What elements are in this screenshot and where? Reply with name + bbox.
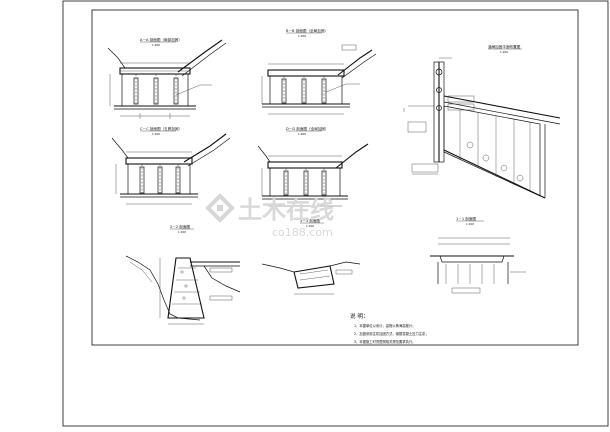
notes-item-3: 3、本图施工时须遵照相关规范要求执行。 — [354, 339, 415, 344]
section-c-c-scale: 1:200 — [152, 132, 160, 136]
detail-1-1-title: 1－1 剖面图 — [456, 216, 476, 221]
detail-1-1: 1－1 剖面图 1:100 — [430, 216, 526, 294]
section-d-d: D－D 剖面图（全局加固） 1:200 — [257, 126, 369, 207]
section-a-a-title: A－A 剖面图（局部加固） — [140, 37, 182, 42]
watermark-logo-icon — [205, 193, 235, 223]
section-c-c: C－C 剖面图（五跨加固） 1:200 — [111, 126, 231, 205]
watermark-domain: co188.com — [272, 226, 333, 239]
detail-2-2-scale: 1:100 — [178, 230, 186, 234]
section-b-b-title: B－B 剖面图（全局加固） — [286, 28, 328, 33]
detail-3-3-title: 3－3 剖面图 — [300, 218, 320, 223]
section-b-b: B－B 剖面图（全局加固） 1:200 — [261, 28, 377, 115]
section-d-d-title: D－D 剖面图（全局加固） — [286, 126, 329, 131]
plan-view: 涵闸加固平面布置图 1:200 — [403, 44, 561, 199]
section-a-a: A－A 剖面图（局部加固） 1:200 — [107, 37, 227, 119]
section-c-c-title: C－C 剖面图（五跨加固） — [140, 126, 182, 131]
plan-view-title: 涵闸加固平面布置图 — [488, 44, 521, 49]
detail-3-3-scale: 1:100 — [306, 224, 314, 228]
plan-view-scale: 1:200 — [500, 50, 508, 54]
inner-frame — [91, 9, 579, 346]
section-d-d-scale: 1:200 — [298, 132, 306, 136]
detail-2-2: 2－2 剖面图 1:100 — [125, 224, 241, 325]
notes-item-1: 1、本图单位以米计，高程以黄海高程计； — [354, 323, 415, 328]
section-b-b-scale: 1:200 — [298, 34, 306, 38]
watermark: 土木在线 co188.com — [205, 193, 334, 239]
design-notes: 说 明： 1、本图单位以米计，高程以黄海高程计； 2、加固采用注浆加固方式，钢筋… — [350, 312, 429, 344]
watermark-brand: 土木在线 — [238, 196, 334, 224]
section-a-a-scale: 1:200 — [152, 43, 160, 47]
detail-3-3: 3－3 剖面图 1:100 — [261, 218, 361, 295]
detail-2-2-title: 2－2 剖面图 — [170, 224, 190, 229]
detail-1-1-scale: 1:100 — [466, 222, 474, 226]
outer-frame — [62, 0, 609, 427]
notes-heading: 说 明： — [350, 312, 369, 320]
notes-item-2: 2、加固采用注浆加固方式，钢筋混凝土压力注浆； — [354, 331, 429, 336]
